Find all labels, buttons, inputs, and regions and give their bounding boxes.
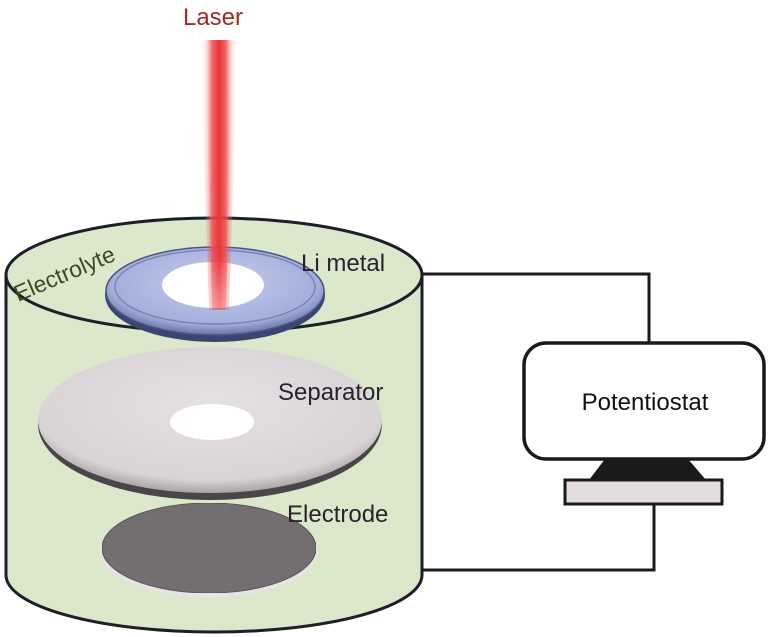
electrode-disc (100, 502, 318, 597)
wire-top (421, 272, 651, 343)
laser-label: Laser (183, 4, 243, 31)
separator-label: Separator (278, 379, 383, 406)
separator-disc (38, 347, 382, 500)
potentiostat[interactable] (522, 341, 766, 506)
wire-bottom (421, 505, 656, 572)
li-metal-label: Li metal (301, 250, 385, 277)
potentiostat-stand (563, 478, 724, 506)
potentiostat-label: Potentiostat (582, 389, 709, 416)
electrode-label: Electrode (287, 501, 388, 528)
separator-hole (170, 404, 254, 440)
potentiostat-neck (589, 459, 706, 480)
laser-beam (200, 40, 238, 310)
